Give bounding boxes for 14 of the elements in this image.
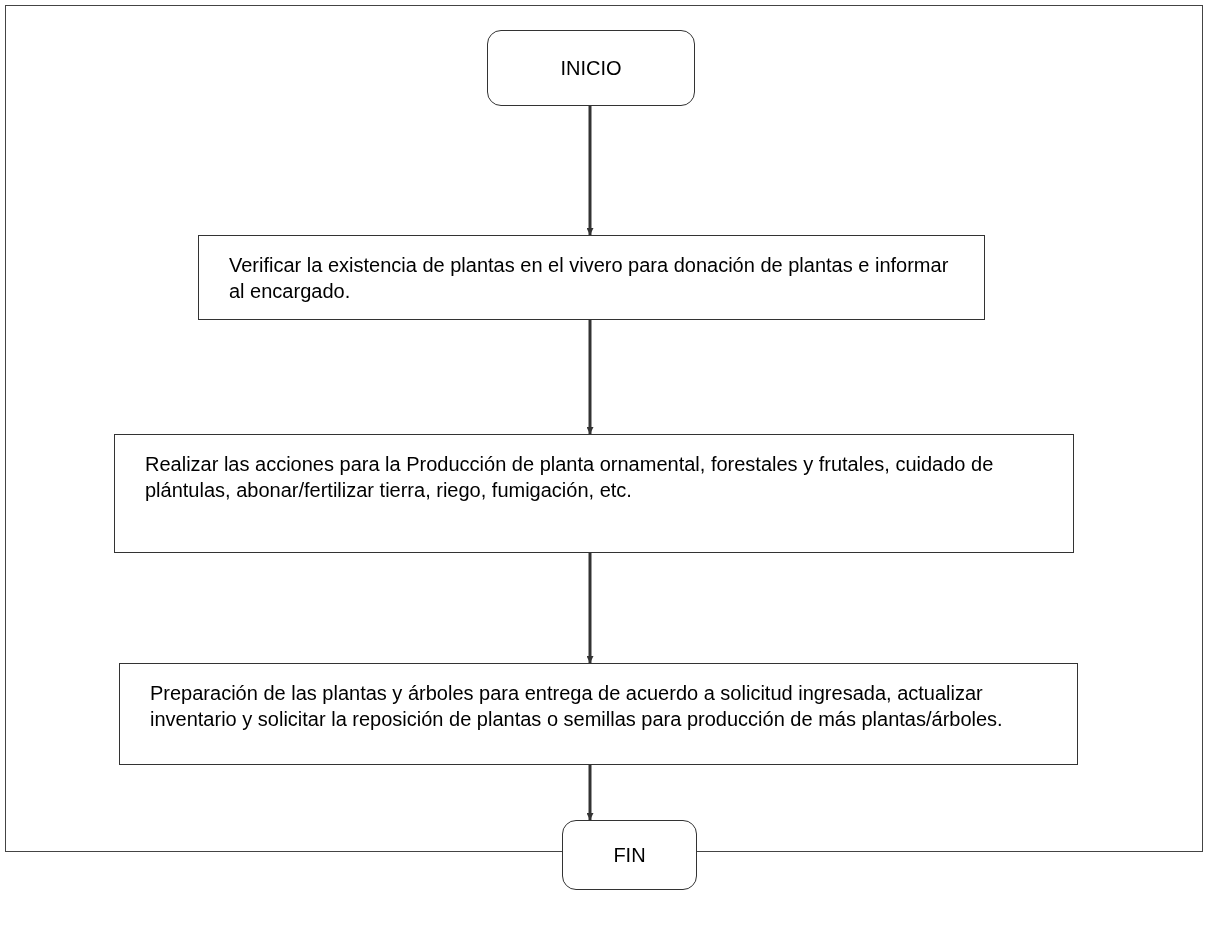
process-box — [198, 235, 985, 320]
process-box — [114, 434, 1074, 553]
process-box — [119, 663, 1078, 765]
step-text: INICIO — [560, 56, 622, 81]
arrow — [586, 320, 594, 434]
step-text: Verificar la existencia de plantas en el vivero para donación de plantas e informar al encargado. — [229, 253, 950, 304]
arrow — [586, 553, 594, 663]
arrow — [586, 106, 594, 235]
step-text: Realizar las acciones para la Producción de planta ornamental, forestales y frutales, cuidado de plántulas, abonar/fertilizar tierra, riego, fumigación, etc. — [145, 452, 995, 503]
arrow — [586, 765, 594, 820]
step-text: FIN — [613, 843, 646, 868]
terminal-box — [562, 820, 697, 890]
terminal-box — [487, 30, 695, 106]
step-text: Preparación de las plantas y árboles para entrega de acuerdo a solicitud ingresada, actualizar inventario y solicitar la reposición de plantas o semillas para producción de más plantas/árboles. — [150, 681, 1004, 732]
